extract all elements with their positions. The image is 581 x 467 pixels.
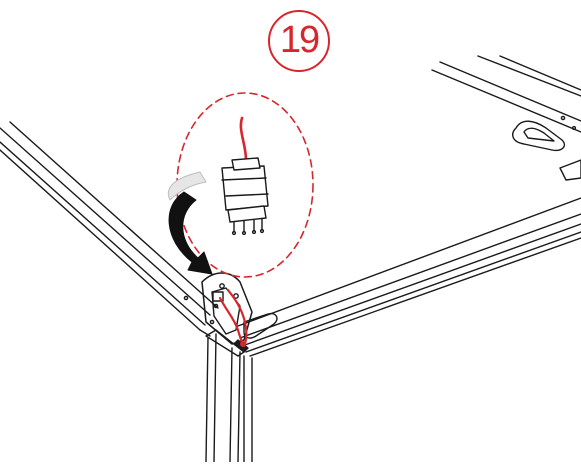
callout-swoosh xyxy=(168,171,207,201)
cabinet-left-edge xyxy=(0,121,219,337)
curved-arrow-icon xyxy=(168,191,213,275)
cabinet-rear-frame xyxy=(431,55,581,133)
cabinet-screws xyxy=(183,295,215,325)
top-hinge-cover xyxy=(512,115,577,152)
connector-plug-icon xyxy=(221,116,269,236)
step-number-badge: 19 xyxy=(268,10,330,72)
cabinet-right-edge xyxy=(237,197,581,357)
cabinet-front-corner xyxy=(205,329,253,463)
right-edge-bracket xyxy=(559,159,581,181)
